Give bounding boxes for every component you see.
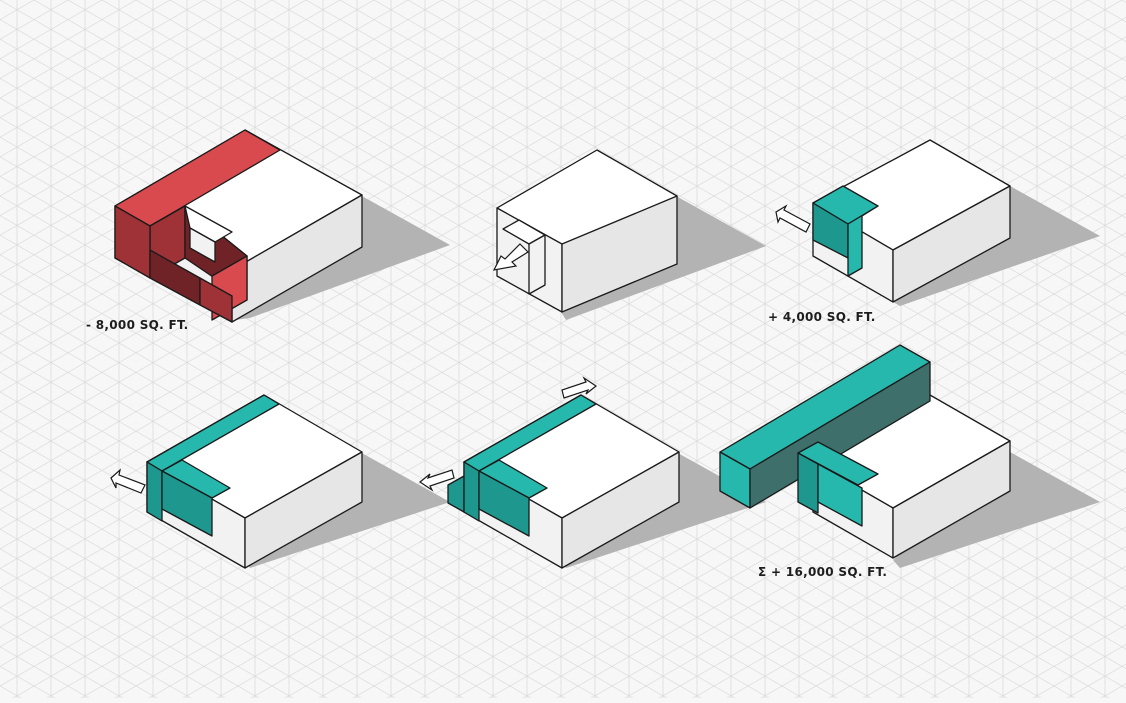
add-arrow xyxy=(775,204,811,233)
step-total-massing xyxy=(719,344,1100,568)
teal-insert-face xyxy=(817,463,863,527)
teal-insert-left xyxy=(797,452,819,514)
block-shadow xyxy=(893,452,1100,568)
block-right-face xyxy=(561,195,678,313)
block-right-face xyxy=(892,185,1011,303)
teal-block-left xyxy=(146,461,163,522)
step-subtract-massing xyxy=(114,129,450,323)
arrow-left-icon xyxy=(775,204,811,233)
teal-block-left xyxy=(463,461,480,522)
step-add-massing xyxy=(812,139,1100,306)
block-right-face xyxy=(892,440,1011,559)
arrow-left-icon xyxy=(418,469,455,492)
red-step-face xyxy=(199,277,233,323)
step-subtract-label: - 8,000 SQ. FT. xyxy=(86,318,189,332)
step-add-label: + 4,000 SQ. FT. xyxy=(768,310,876,324)
teal-right xyxy=(847,205,879,277)
extend-arrow xyxy=(110,468,146,494)
slide-arrows xyxy=(418,376,598,492)
teal-block-face xyxy=(161,470,213,537)
teal-bar-side xyxy=(749,361,931,509)
step-slide-massing xyxy=(447,394,766,569)
arrow-down-left-icon xyxy=(492,243,529,271)
step-carve-massing xyxy=(496,149,766,320)
arrow-right-icon xyxy=(561,376,598,399)
notch-wall xyxy=(189,227,216,263)
block-right-face xyxy=(244,451,363,569)
carve-notch-wall xyxy=(528,234,546,295)
step-total-label: Σ + 16,000 SQ. FT. xyxy=(758,565,888,579)
step-extend-massing xyxy=(146,394,450,569)
carve-arrow xyxy=(492,243,529,271)
block-right-face xyxy=(561,451,680,569)
teal-block-face xyxy=(478,470,530,537)
arrow-left-icon xyxy=(110,468,146,494)
